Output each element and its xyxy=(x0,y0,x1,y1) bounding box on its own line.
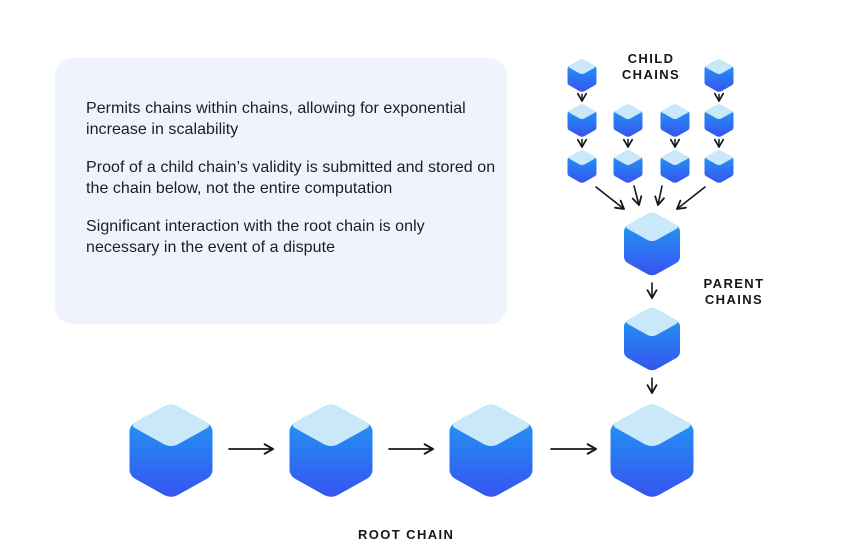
cube-top-face xyxy=(626,213,678,242)
child-chains-label-line: CHAINS xyxy=(621,67,681,82)
arrow-layer xyxy=(228,92,725,455)
child-chain-block xyxy=(567,104,597,137)
cube-top-face xyxy=(452,404,530,447)
child-chain-block xyxy=(567,150,597,183)
child-chain-block xyxy=(660,104,690,137)
parent-chains-label-line: CHAINS xyxy=(704,292,764,307)
child-to-parent-arrow xyxy=(654,185,665,206)
cube-layer xyxy=(129,59,734,497)
cube-top-face xyxy=(614,104,642,120)
cube-top-face xyxy=(132,404,210,447)
child-chain-block xyxy=(613,150,643,183)
cube-top-face xyxy=(705,104,733,120)
child-chain-block xyxy=(660,150,690,183)
parent-chain-block xyxy=(624,213,680,276)
parent-chain-block xyxy=(624,308,680,371)
cube-top-face xyxy=(568,150,596,166)
child-chain-block xyxy=(613,104,643,137)
cube-top-face xyxy=(292,404,370,447)
cube-top-face xyxy=(705,150,733,166)
info-point: Proof of a child chain’s validity is sub… xyxy=(86,159,496,197)
child-chain-block xyxy=(704,104,734,137)
cube-top-face xyxy=(661,104,689,120)
root-chain-block xyxy=(129,404,213,497)
info-points-list: Permits chains within chains, allowing f… xyxy=(86,98,496,275)
parent-chains-label: PARENT CHAINS xyxy=(694,276,774,308)
info-point: Permits chains within chains, allowing f… xyxy=(86,100,466,138)
child-chain-block xyxy=(567,59,597,92)
cube-top-face xyxy=(568,104,596,120)
cube-top-face xyxy=(613,404,691,447)
cube-top-face xyxy=(661,150,689,166)
root-chain-block xyxy=(449,404,533,497)
child-to-parent-arrow xyxy=(631,185,643,206)
child-chains-label-line: CHILD xyxy=(627,51,675,66)
cube-top-face xyxy=(614,150,642,166)
cube-top-face xyxy=(626,308,678,337)
child-to-parent-arrow xyxy=(595,186,625,210)
info-box: Permits chains within chains, allowing f… xyxy=(55,58,507,324)
info-point: Significant interaction with the root ch… xyxy=(86,218,425,256)
child-chain-block xyxy=(704,59,734,92)
root-chain-block xyxy=(289,404,373,497)
cube-top-face xyxy=(568,59,596,75)
child-to-parent-arrow xyxy=(676,186,706,210)
child-chains-label: CHILD CHAINS xyxy=(612,51,690,83)
parent-chains-label-line: PARENT xyxy=(703,276,765,291)
root-chain-block xyxy=(610,404,694,497)
child-chain-block xyxy=(704,150,734,183)
root-chain-label: ROOT CHAIN xyxy=(358,527,455,542)
cube-top-face xyxy=(705,59,733,75)
